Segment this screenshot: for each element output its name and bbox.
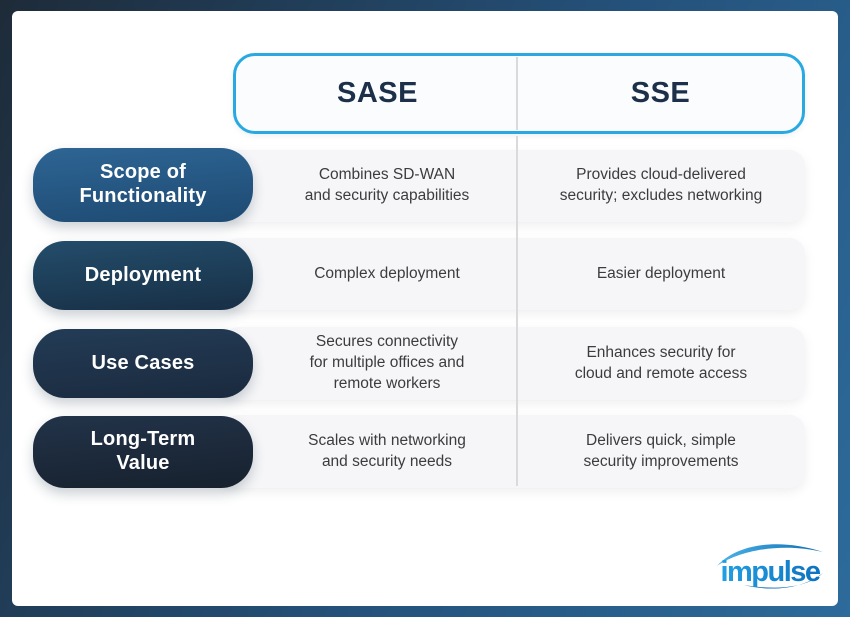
cell-sase-deployment: Complex deployment	[314, 264, 460, 282]
cell-sase-long-term: Scales with networking and security need…	[308, 431, 466, 470]
comparison-header: SASE SSE	[233, 53, 805, 134]
row-label-use-cases: Use Cases	[33, 329, 253, 398]
body-column-divider	[516, 136, 518, 486]
table-row: Secures connectivity for multiple office…	[223, 327, 805, 400]
header-column-divider	[516, 57, 518, 130]
header-cell-sase: SASE	[337, 77, 418, 109]
logo-top-swoosh	[717, 544, 823, 566]
row-label-deployment: Deployment	[33, 241, 253, 310]
cell-sse-deployment: Easier deployment	[596, 264, 726, 282]
row-label-long-term-value: Long-Term Value	[33, 416, 253, 488]
cell-sse-use-cases: Enhances security for cloud and remote a…	[574, 343, 748, 382]
table-row: Complex deployment Easier deployment	[223, 238, 805, 310]
header-cell-sse: SSE	[630, 77, 691, 109]
cell-sase-scope: Combines SD-WAN and security capabilitie…	[304, 166, 470, 204]
row-label-scope-of-functionality: Scope of Functionality	[33, 148, 253, 222]
cell-sase-use-cases: Secures connectivity for multiple office…	[309, 333, 465, 392]
cell-sse-long-term: Delivers quick, simple security improvem…	[583, 431, 739, 470]
table-row: Scales with networking and security need…	[223, 415, 805, 488]
impulse-logo: impulse	[714, 539, 826, 591]
logo-wordmark: impulse	[720, 556, 820, 588]
impulse-logo-graphic: impulse	[717, 544, 823, 589]
table-row: Combines SD-WAN and security capabilitie…	[223, 150, 805, 222]
cell-sse-scope: Provides cloud-delivered security; exclu…	[559, 166, 763, 204]
